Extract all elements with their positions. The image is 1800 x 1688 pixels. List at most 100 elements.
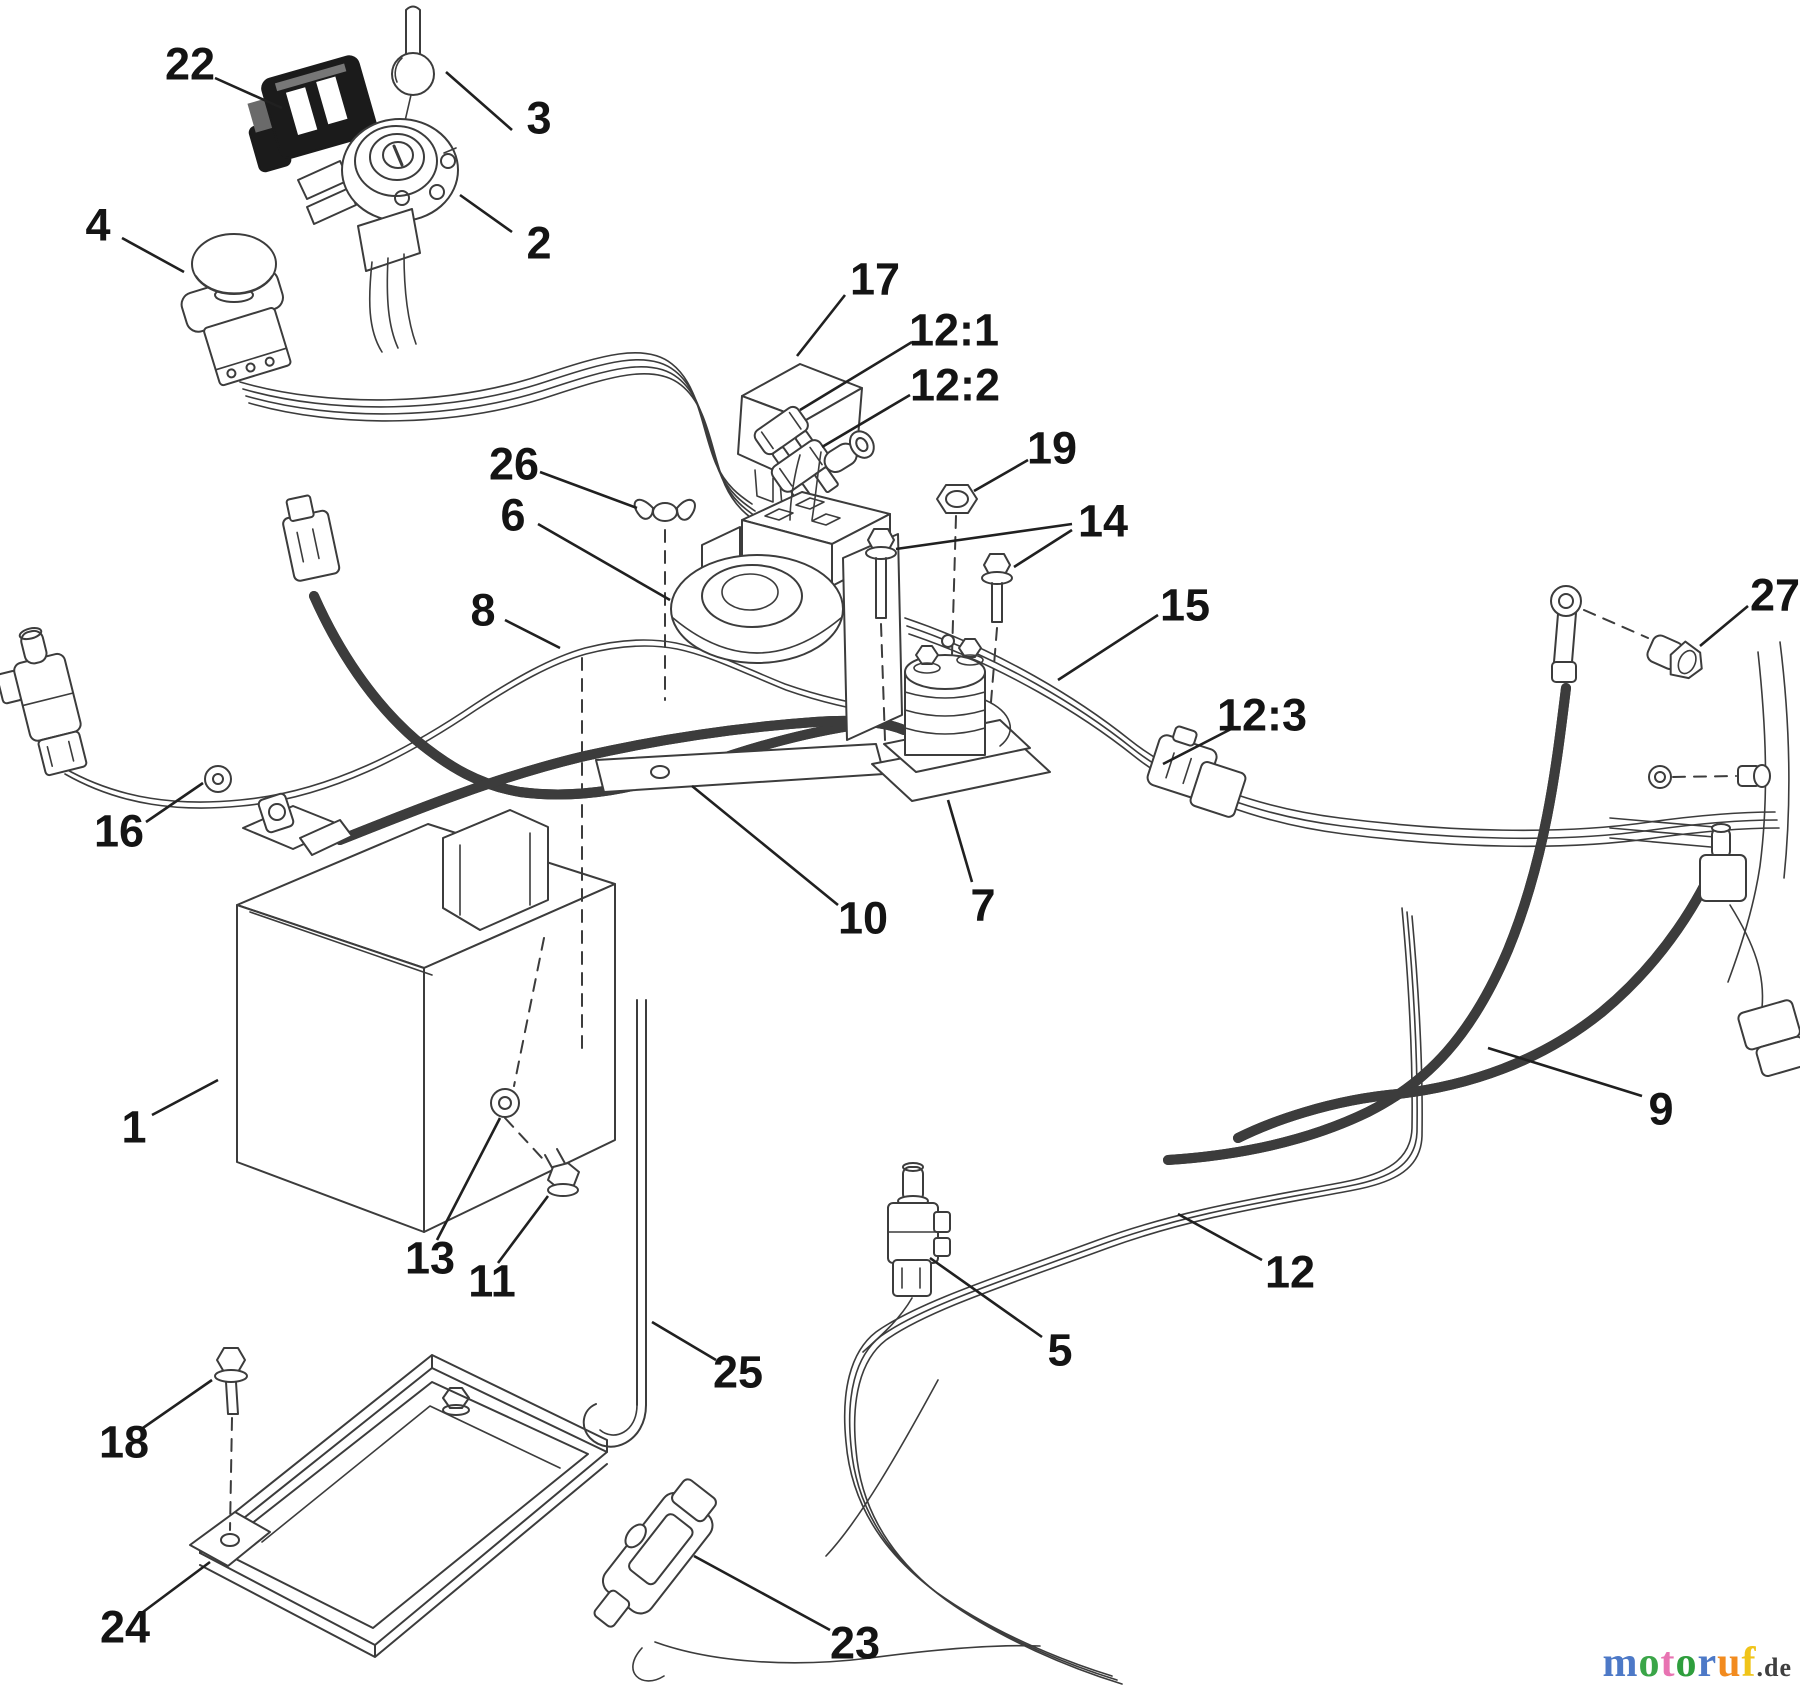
- washer-16: [204, 765, 232, 793]
- upper-wire-harness: [239, 352, 762, 526]
- watermark-letter: o: [1638, 1640, 1661, 1686]
- callout-13: 13: [405, 1233, 455, 1284]
- battery-negative-cable-9: [1163, 683, 1571, 1165]
- leader-line-8: [504, 618, 561, 650]
- callout-5: 5: [1047, 1325, 1072, 1376]
- right-edge-cables: [1609, 641, 1790, 1009]
- leader-line-11: [496, 1195, 550, 1264]
- leader-line-19: [973, 458, 1029, 493]
- harness-cable-8: [63, 639, 900, 809]
- ring-terminal: [1550, 585, 1649, 683]
- battery-holddown-bracket: [442, 809, 549, 1087]
- leader-line-17: [795, 294, 847, 357]
- callout-7: 7: [970, 880, 995, 931]
- callout-8: 8: [470, 585, 495, 636]
- leader-line-23: [693, 1554, 831, 1632]
- wing-nut: [633, 498, 696, 701]
- loop-strand: [825, 1379, 939, 1557]
- harness-cable-12: [843, 907, 1423, 1685]
- callout-27: 27: [1750, 570, 1800, 621]
- callout-15: 15: [1160, 580, 1210, 631]
- leader-line-2: [459, 193, 513, 234]
- leader-line-5: [929, 1256, 1043, 1339]
- interlock-switch-left: [0, 627, 88, 777]
- callout-12:1: 12:1: [909, 305, 999, 356]
- leader-line-12:3: [1162, 725, 1236, 766]
- harness-connector-upper: [282, 494, 341, 582]
- callout-1: 1: [121, 1102, 146, 1153]
- switch-5-wire: [862, 1297, 913, 1353]
- leader-line-4: [121, 236, 185, 274]
- callout-4: 4: [85, 200, 110, 251]
- starter-solenoid: [871, 634, 1051, 802]
- connector-23-wire: [654, 1641, 1041, 1664]
- leader-line-18: [139, 1378, 213, 1432]
- leader-line-15: [1057, 613, 1159, 682]
- callout-14: 14: [1078, 496, 1128, 547]
- leader-line-12: [1177, 1212, 1263, 1262]
- flange-bolt-a: [865, 528, 897, 741]
- callout-11: 11: [468, 1256, 516, 1307]
- leader-line-12:2: [821, 393, 911, 449]
- watermark-letter: o: [1675, 1640, 1698, 1686]
- callout-10: 10: [838, 893, 888, 944]
- callout-22: 22: [165, 39, 215, 90]
- flange-bolt-11: [544, 1148, 580, 1197]
- watermark-letter: t: [1660, 1640, 1676, 1686]
- inline-connector-23: [593, 1478, 717, 1628]
- ignition-key: [391, 5, 435, 135]
- leader-line-10: [691, 784, 839, 907]
- battery-tray: [189, 1354, 608, 1658]
- leader-line-3: [445, 71, 513, 131]
- wire-connector-block: [247, 55, 378, 173]
- harness-connector-12-3: [1146, 725, 1247, 818]
- callout-12:3: 12:3: [1217, 690, 1307, 741]
- pto-switch: [180, 233, 292, 387]
- leader-line-26: [539, 470, 638, 510]
- leader-line-27: [1699, 605, 1749, 647]
- callout-24: 24: [100, 1602, 150, 1653]
- callout-23: 23: [830, 1618, 880, 1669]
- watermark-letter: r: [1697, 1640, 1718, 1686]
- right-plunger-switch: [1699, 823, 1747, 902]
- mounting-plate: [595, 743, 885, 793]
- callout-16: 16: [94, 806, 144, 857]
- watermark-letter: m: [1602, 1640, 1639, 1686]
- right-edge-connectors: [1737, 999, 1800, 1078]
- leader-line-22: [214, 76, 283, 110]
- round-cover: [670, 554, 844, 664]
- leader-line-13: [435, 1117, 502, 1241]
- leader-line-6: [537, 522, 671, 602]
- callout-12: 12: [1265, 1247, 1315, 1298]
- callout-25: 25: [713, 1347, 763, 1398]
- callout-26: 26: [489, 439, 539, 490]
- ignition-switch: [297, 118, 459, 353]
- leader-line-14: [895, 522, 1073, 551]
- flange-bolt-b: [981, 553, 1013, 703]
- callout-9: 9: [1648, 1084, 1673, 1135]
- watermark-letter: u: [1717, 1640, 1742, 1686]
- connector-23-curl: [632, 1647, 665, 1682]
- callout-3: 3: [526, 93, 551, 144]
- leader-line-7: [946, 799, 974, 883]
- leader-line-9: [1487, 1046, 1643, 1098]
- flange-bolt-27: [1646, 634, 1703, 680]
- callout-19: 19: [1027, 423, 1077, 474]
- fuse-screw: [823, 430, 875, 474]
- leader-line-25: [651, 1320, 717, 1362]
- watermark-letter: f: [1741, 1640, 1757, 1686]
- flange-bolt-18: [214, 1347, 248, 1531]
- tray-bolt: [442, 1387, 470, 1416]
- leader-line-12:1: [799, 340, 913, 412]
- motoruf-watermark-link[interactable]: motoruf.de: [1602, 1642, 1792, 1684]
- holddown-rod: [582, 999, 647, 1448]
- small-ring-terminal: [1648, 764, 1771, 789]
- callout-6: 6: [500, 490, 525, 541]
- leader-line-24: [142, 1560, 211, 1614]
- interlock-switch-5: [887, 1162, 951, 1297]
- hex-nut: [936, 484, 978, 691]
- callout-2: 2: [526, 218, 551, 269]
- callout-18: 18: [99, 1417, 149, 1468]
